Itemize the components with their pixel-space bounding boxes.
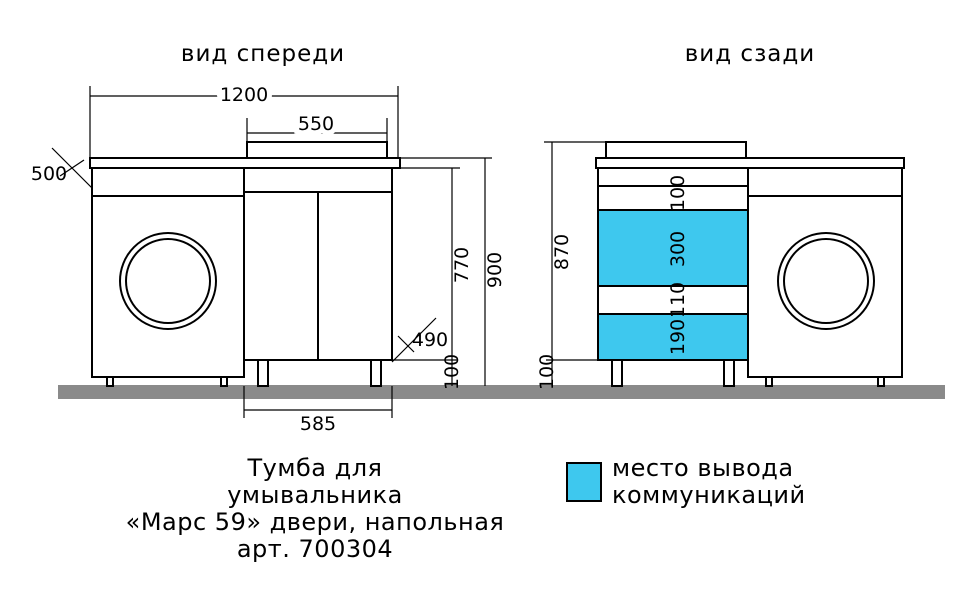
front-cabinet-door-right [317, 191, 393, 361]
front-washer-leg-left [106, 376, 114, 387]
caption-line-4: арт. 700304 [236, 535, 394, 563]
rear-cabinet-leg-left [611, 359, 623, 387]
rear-cabinet-section-100 [597, 185, 749, 211]
rear-view-title: вид сзади [685, 41, 816, 67]
front-washer-leg-right [220, 376, 228, 387]
floor-strip [58, 385, 945, 399]
caption-line-2: умывальника [227, 481, 403, 509]
legend-swatch [566, 462, 602, 502]
front-cabinet-top-panel [243, 167, 393, 193]
rear-communication-zone-190 [597, 313, 749, 361]
dim-550-label: 550 [298, 113, 334, 135]
dim-490-label: 490 [412, 329, 448, 351]
front-washer-door-inner [125, 238, 211, 324]
rear-countertop [595, 157, 905, 169]
dim-500-tick [59, 159, 85, 177]
front-washer-top-panel [91, 167, 245, 197]
front-view-title: вид спереди [181, 41, 345, 67]
front-cabinet-door-left [243, 191, 319, 361]
rear-section-190-label: 190 [667, 319, 689, 355]
rear-washer-leg-right [877, 376, 885, 387]
rear-view: 100 300 110 190 870 100 [536, 141, 905, 390]
rear-washer-top-panel [747, 167, 903, 197]
dim-front-100-label: 100 [441, 354, 463, 390]
legend-line-1: место вывода [612, 454, 794, 482]
rear-cabinet-leg-right [723, 359, 735, 387]
rear-section-110-label: 110 [667, 282, 689, 318]
rear-section-300-label: 300 [667, 231, 689, 267]
front-view: 1200 550 500 490 770 900 100 585 [31, 79, 506, 435]
dim-rear-100-label: 100 [536, 354, 558, 390]
front-countertop [89, 157, 401, 169]
legend-line-2: коммуникаций [612, 481, 806, 509]
front-cabinet-leg-left [257, 359, 269, 387]
rear-sink-top [605, 141, 747, 159]
dim-500-label: 500 [31, 163, 67, 185]
front-cabinet-leg-right [370, 359, 382, 387]
caption-line-3: «Марс 59» двери, напольная [125, 508, 505, 536]
rear-washer-door-inner [783, 238, 869, 324]
dim-1200-label: 1200 [220, 84, 268, 106]
rear-communication-zone-300 [597, 209, 749, 287]
dim-870-label: 870 [551, 234, 573, 270]
dim-900-label: 900 [484, 252, 506, 288]
product-caption: Тумба для умывальника «Марс 59» двери, н… [90, 455, 540, 563]
dim-770-label: 770 [451, 247, 473, 283]
dim-490-tick [397, 335, 415, 353]
dim-585-label: 585 [300, 413, 336, 435]
caption-line-1: Тумба для [247, 454, 383, 482]
rear-section-100-label: 100 [667, 175, 689, 211]
rear-washer-leg-left [765, 376, 773, 387]
dim-490-diagonal [391, 317, 437, 363]
legend-text: место вывода коммуникаций [612, 455, 942, 509]
front-sink-top [246, 141, 388, 159]
